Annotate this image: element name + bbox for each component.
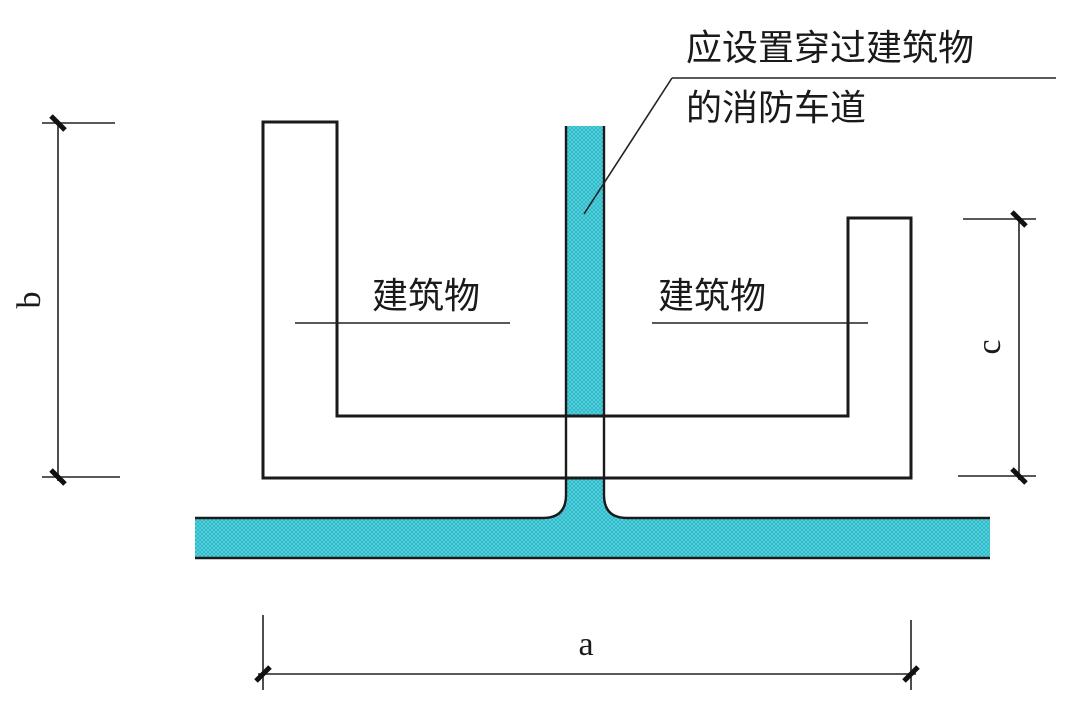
dimension-c-tick-top xyxy=(1010,210,1028,228)
building-label-right-text: 建筑物 xyxy=(658,276,766,317)
dimension-a-label: a xyxy=(578,626,593,663)
callout-line-2: 的消防车道 xyxy=(686,88,866,129)
passage-under-building xyxy=(567,417,603,477)
road-top-edge-right xyxy=(602,494,990,520)
callout-line-1: 应设置穿过建筑物 xyxy=(686,28,974,69)
dimension-a: a xyxy=(254,615,920,690)
dimension-a-tick-right xyxy=(902,665,920,683)
building-label-left: 建筑物 xyxy=(295,276,510,324)
fire-lane xyxy=(195,126,990,560)
dimension-c: c xyxy=(958,210,1036,485)
dimension-b-tick-top xyxy=(49,114,67,132)
building-label-right: 建筑物 xyxy=(652,276,868,324)
callout-leader xyxy=(583,77,673,215)
dimension-a-tick-left xyxy=(254,665,272,683)
road-top-edge-left xyxy=(195,494,568,520)
dimension-b-label: b xyxy=(11,292,48,309)
callout: 应设置穿过建筑物 的消防车道 xyxy=(583,28,1056,215)
building-label-left-text: 建筑物 xyxy=(372,276,480,317)
dimension-c-label: c xyxy=(971,339,1008,354)
dimension-b: b xyxy=(11,114,120,486)
fire-lane-fill xyxy=(195,126,990,558)
building-outline xyxy=(261,120,913,480)
dimension-c-tick-bottom xyxy=(1010,467,1028,485)
dimension-b-tick-bottom xyxy=(49,468,67,486)
